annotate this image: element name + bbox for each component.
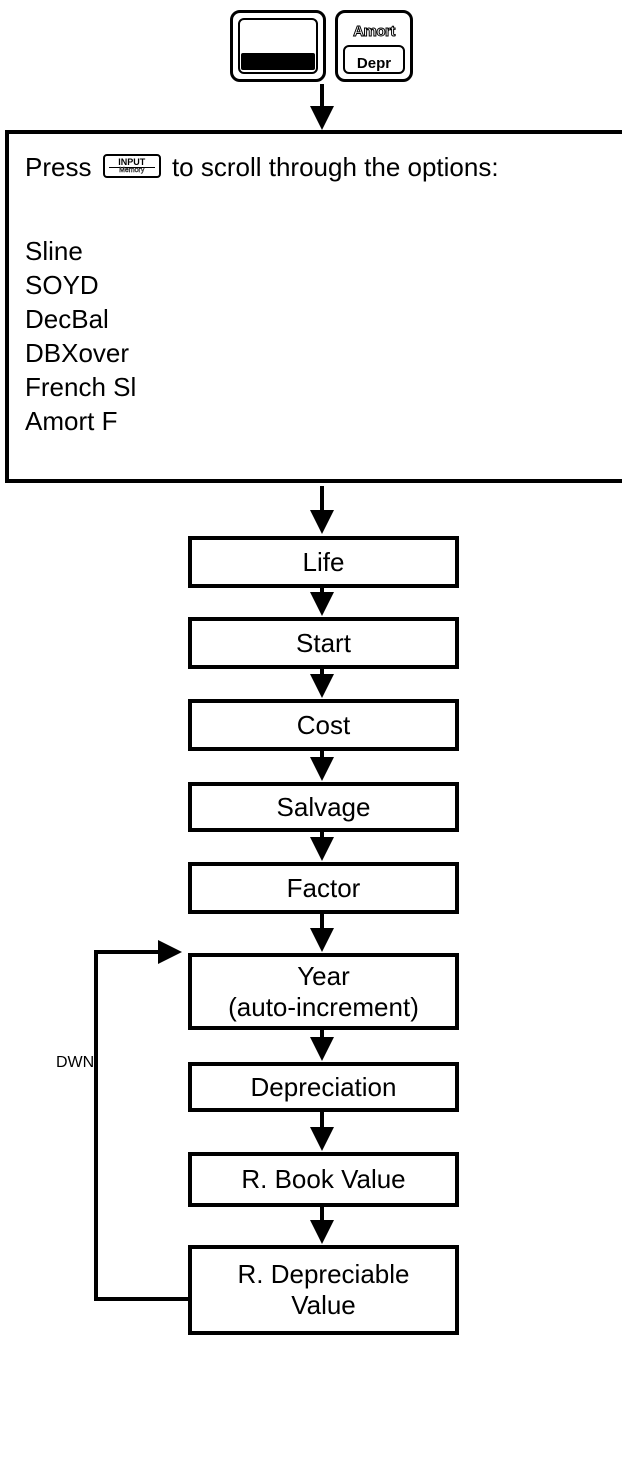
option-item: Amort F [25, 406, 118, 436]
node-life: Life [188, 536, 459, 588]
option-item: SOYD [25, 270, 99, 300]
node-year-label: Year [297, 960, 350, 991]
node-factor: Factor [188, 862, 459, 914]
node-factor-label: Factor [286, 872, 361, 903]
node-life-label: Life [302, 546, 345, 577]
node-start-label: Start [296, 627, 351, 658]
depr-label: Depr [356, 55, 392, 72]
node-year-sublabel: (auto-increment) [228, 991, 419, 1022]
shift-key [230, 10, 326, 82]
node-depreciation: Depreciation [188, 1062, 459, 1112]
node-depreciable-sublabel: Value [291, 1290, 356, 1320]
loop-label-dwn: DWN [56, 1054, 95, 1071]
node-book-value-label: R. Book Value [241, 1164, 406, 1194]
node-book-value: R. Book Value [188, 1152, 459, 1207]
instruction-press: Press [25, 152, 92, 182]
input-key-label: INPUT [118, 157, 146, 168]
shift-key-icon [241, 53, 315, 70]
input-key-icon: INPUT Memory [102, 154, 161, 179]
node-start: Start [188, 617, 459, 669]
amort-depr-key: Amort Depr [335, 10, 413, 82]
depr-key-face: Depr [343, 45, 405, 74]
shift-key-face [238, 18, 318, 74]
options-list: Sline SOYD DecBal DBXover French Sl Amor… [25, 234, 136, 438]
node-depreciable-label: R. Depreciable [237, 1259, 410, 1289]
node-depreciation-label: Depreciation [250, 1071, 397, 1102]
option-item: DecBal [25, 304, 109, 334]
memory-key-label: Memory [119, 167, 145, 175]
options-box: Press INPUT Memory to scroll through the… [5, 130, 622, 483]
node-salvage: Salvage [188, 782, 459, 832]
node-year: Year (auto-increment) [188, 953, 459, 1030]
instruction-scroll: to scroll through the options: [171, 152, 499, 182]
loop-back-line [94, 940, 188, 1301]
option-item: Sline [25, 236, 83, 266]
node-cost: Cost [188, 699, 459, 751]
node-depreciable-value: R. Depreciable Value [188, 1245, 459, 1335]
amort-label: Amort [353, 23, 396, 41]
option-item: DBXover [25, 338, 130, 368]
node-salvage-label: Salvage [276, 791, 371, 822]
node-cost-label: Cost [296, 709, 351, 740]
option-item: French Sl [25, 372, 137, 402]
instruction-line: Press INPUT Memory to scroll through the… [25, 152, 499, 183]
